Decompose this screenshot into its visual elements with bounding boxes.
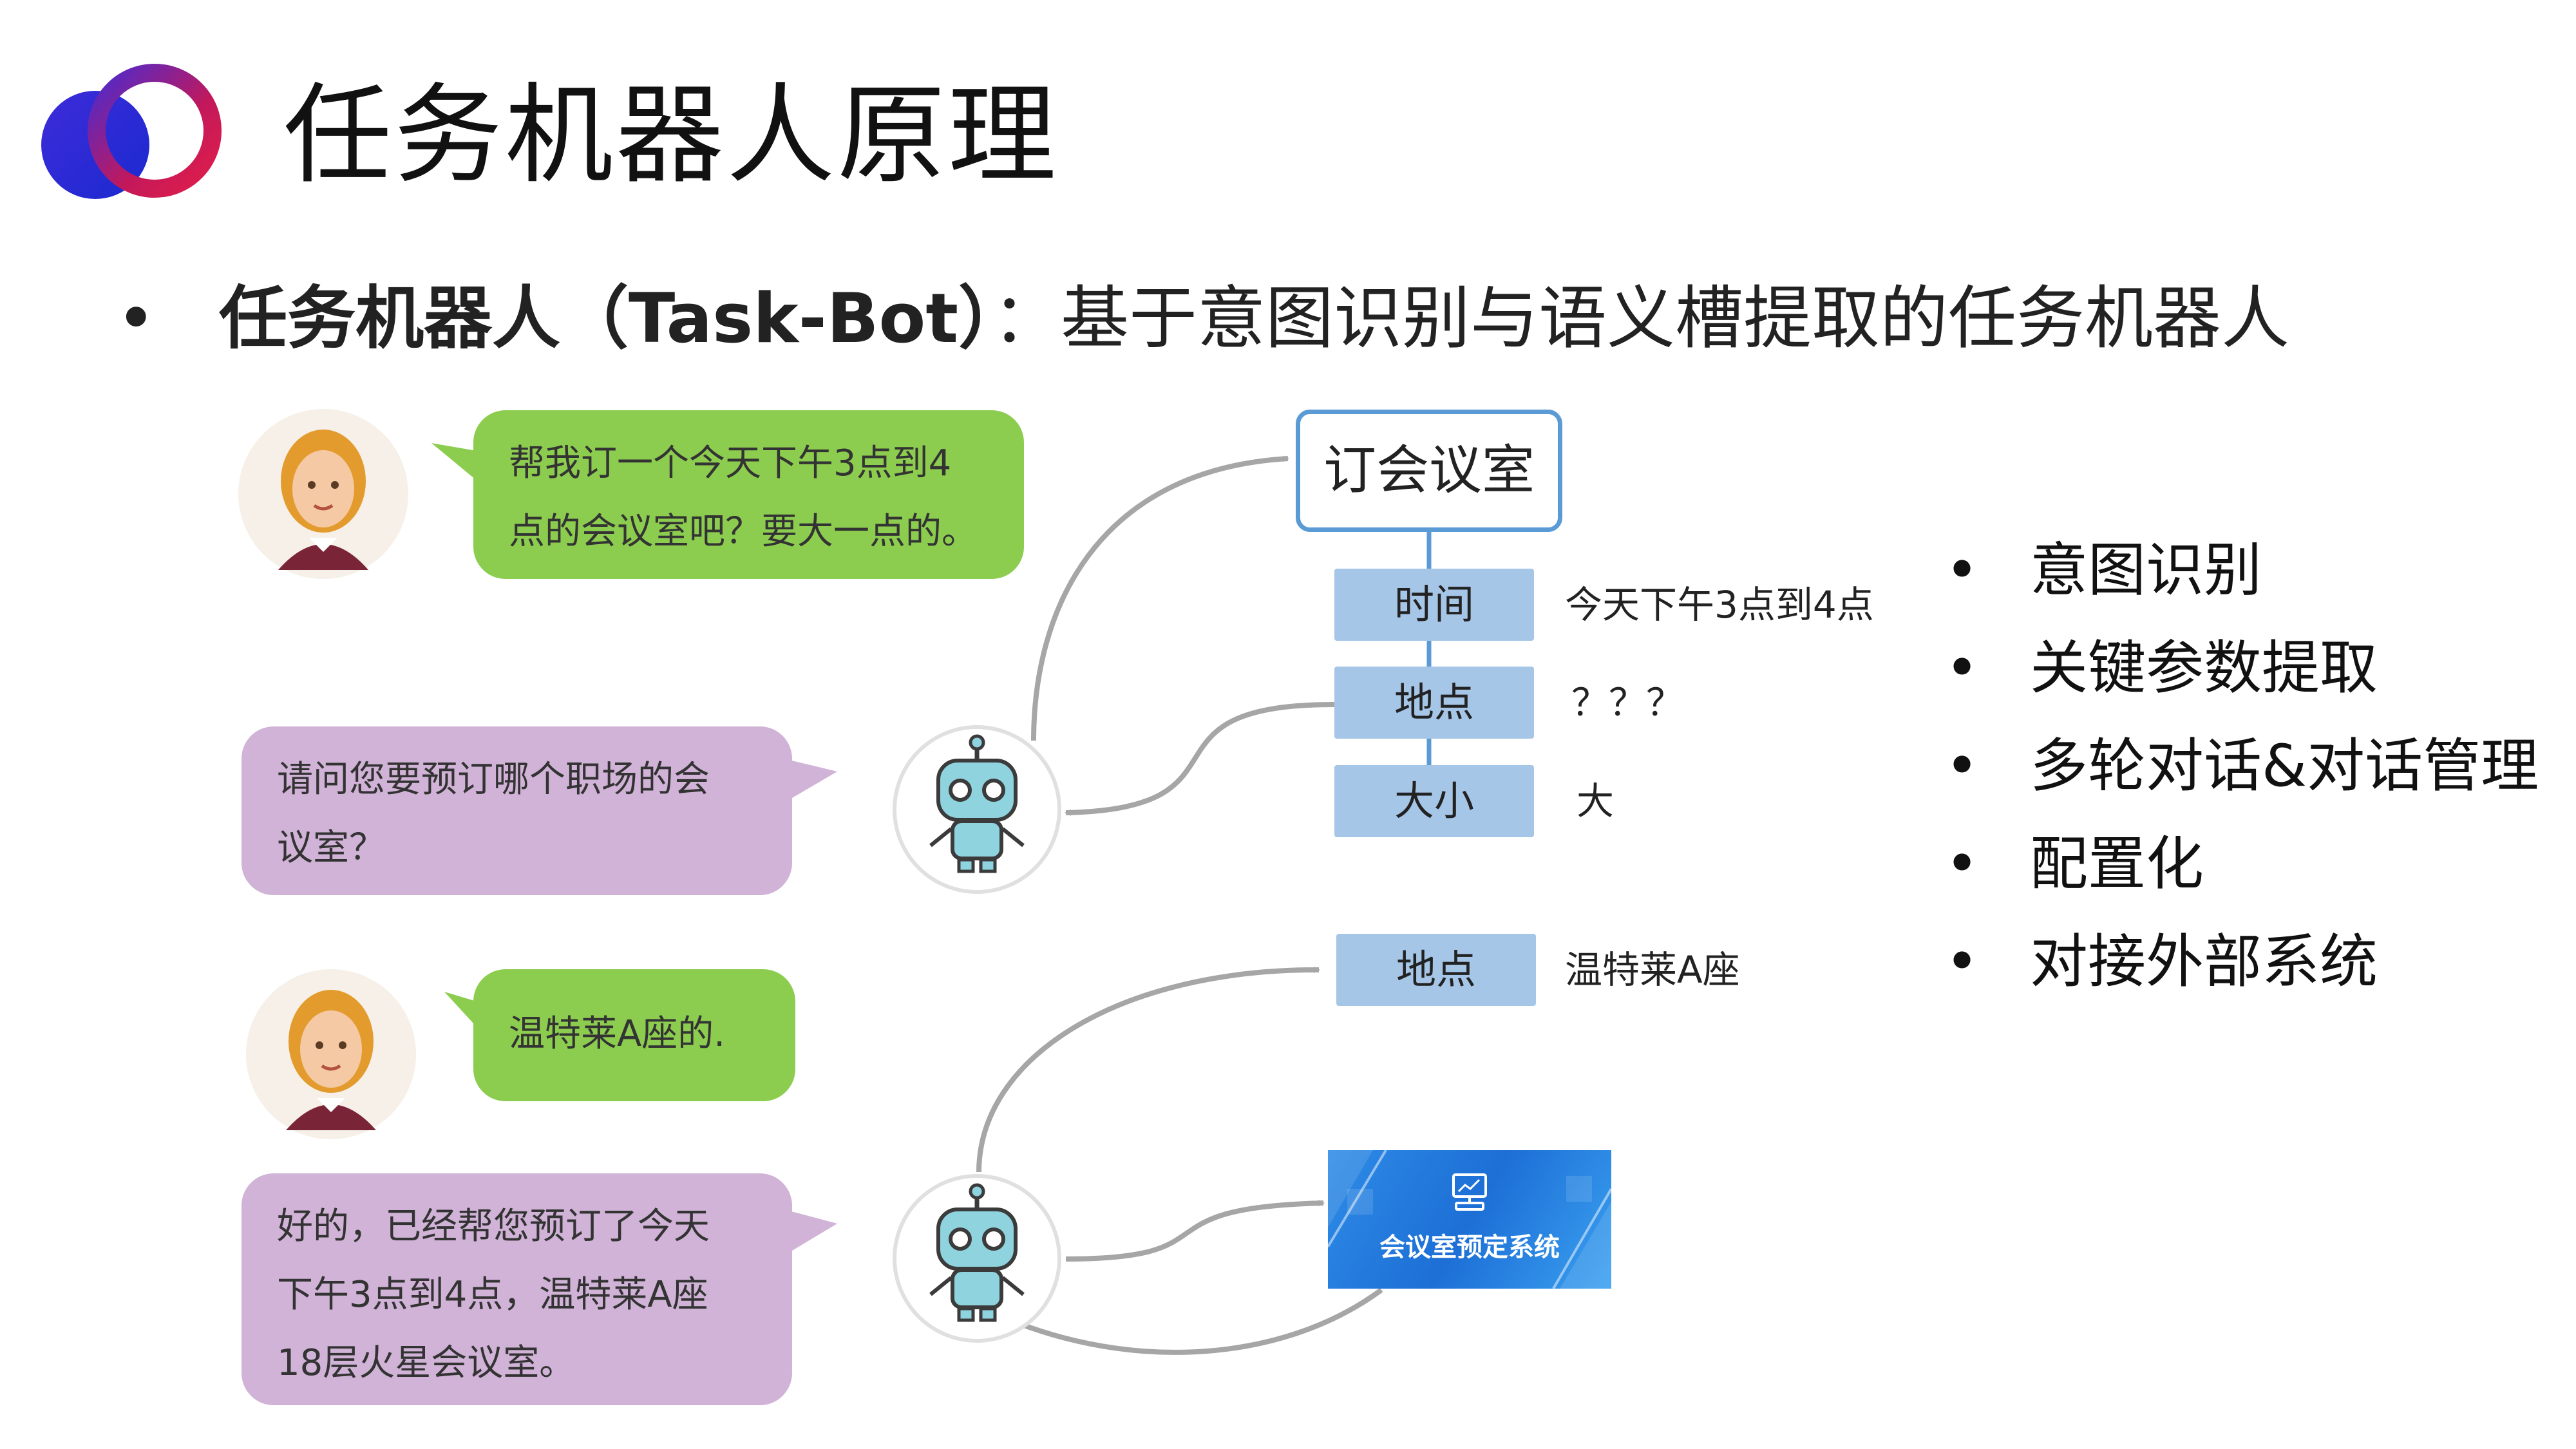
- user-message-2: 温特莱A座的.: [473, 969, 795, 1101]
- feature-item: • 对接外部系统: [1945, 913, 2539, 1011]
- subtitle: • 任务机器人（Task-Bot）：基于意图识别与语义槽提取的任务机器人: [116, 270, 2289, 367]
- bot-message-2-line1: 好的，已经帮您预订了今天: [277, 1206, 710, 1247]
- feature-item: • 关键参数提取: [1945, 620, 2539, 717]
- feature-list: • 意图识别 • 关键参数提取 • 多轮对话&对话管理 • 配置化 • 对接外部系统: [1945, 522, 2539, 1011]
- booking-system-box: 会议室预定系统: [1328, 1150, 1611, 1289]
- feature-bullet: •: [1945, 634, 1980, 702]
- user-message-1: 帮我订一个今天下午3点到4 点的会议室吧？要大一点的。: [473, 410, 1024, 579]
- feature-label: 关键参数提取: [2030, 634, 2378, 702]
- feature-bullet: •: [1945, 928, 1980, 996]
- slot-location: 地点: [1334, 667, 1534, 739]
- bot-avatar-1: [893, 725, 1061, 894]
- subtitle-bold: 任务机器人（Task-Bot）: [219, 279, 993, 358]
- slot-location-filled: 地点: [1336, 934, 1536, 1006]
- arrow-system-to-bot2: [1018, 1287, 1383, 1355]
- bot-message-2: 好的，已经帮您预订了今天 下午3点到4点，温特莱A座 18层火星会议室。: [242, 1173, 792, 1405]
- feature-label: 配置化: [2030, 830, 2204, 898]
- feature-item: • 意图识别: [1945, 522, 2539, 620]
- slot-time: 时间: [1334, 569, 1534, 641]
- feature-bullet: •: [1945, 536, 1980, 604]
- bot-avatar-2: [893, 1174, 1061, 1343]
- user-message-1-line2: 点的会议室吧？要大一点的。: [509, 511, 978, 553]
- arrow-bot2-to-location: [976, 966, 1320, 1173]
- slot-size: 大小: [1334, 765, 1534, 837]
- slot-location-filled-value: 温特莱A座: [1565, 948, 1740, 992]
- slot-size-value: 大: [1577, 779, 1615, 823]
- bot-message-2-line2: 下午3点到4点，温特莱A座: [277, 1274, 708, 1316]
- arrow-bot2-to-system: [1065, 1200, 1325, 1262]
- user-avatar-1: [238, 409, 408, 579]
- bot-message-2-line3: 18层火星会议室。: [277, 1342, 576, 1384]
- booking-system-label: 会议室预定系统: [1379, 1233, 1560, 1262]
- system-decor: [1328, 1150, 1611, 1289]
- logo-icon: [41, 64, 222, 199]
- slot-time-value: 今天下午3点到4点: [1565, 583, 1874, 627]
- intent-box: 订会议室: [1296, 410, 1562, 532]
- feature-bullet: •: [1945, 732, 1980, 800]
- arrow-location-to-bot1: [1065, 702, 1335, 816]
- monitor-icon: [1452, 1173, 1487, 1211]
- feature-label: 意图识别: [2030, 536, 2262, 604]
- bot-message-1-line2: 议室？: [277, 827, 385, 869]
- subtitle-rest: ：基于意图识别与语义槽提取的任务机器人: [992, 279, 2290, 358]
- feature-item: • 配置化: [1945, 815, 2539, 913]
- subtitle-bullet: •: [116, 279, 156, 358]
- user-message-2-text: 温特莱A座的.: [509, 1013, 726, 1055]
- user-message-1-line1: 帮我订一个今天下午3点到4: [509, 442, 952, 484]
- feature-label: 对接外部系统: [2030, 928, 2378, 996]
- arrow-bot1-to-intent: [1031, 455, 1289, 741]
- bot-message-1: 请问您要预订哪个职场的会 议室？: [242, 726, 792, 895]
- feature-item: • 多轮对话&对话管理: [1945, 717, 2539, 815]
- feature-label: 多轮对话&对话管理: [2030, 732, 2539, 800]
- feature-bullet: •: [1945, 830, 1980, 898]
- slot-location-value: ？？？: [1571, 681, 1684, 724]
- page-title: 任务机器人原理: [283, 72, 1059, 198]
- bot-message-1-line1: 请问您要预订哪个职场的会: [277, 759, 710, 800]
- user-avatar-2: [246, 969, 416, 1139]
